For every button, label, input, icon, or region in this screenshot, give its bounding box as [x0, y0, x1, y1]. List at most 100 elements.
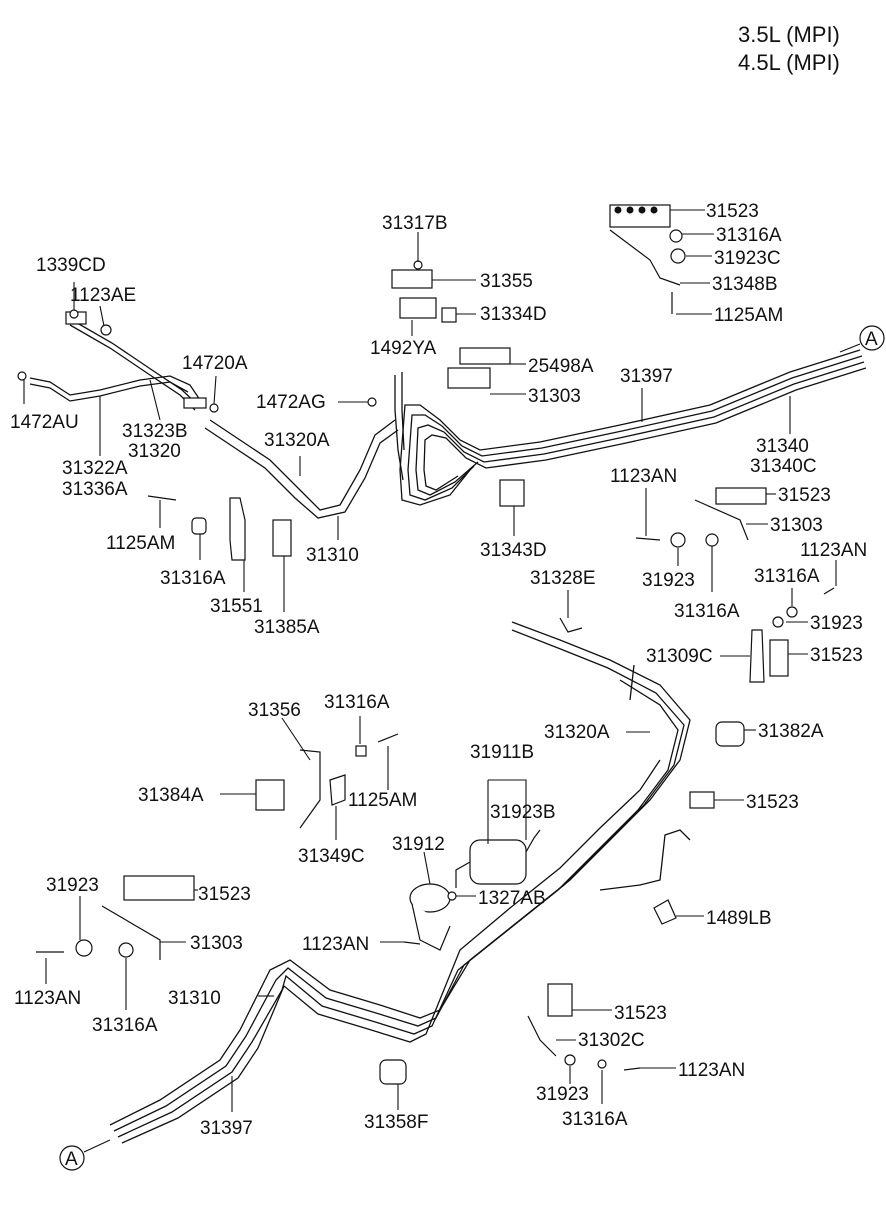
clip-31334D [441, 307, 457, 323]
label-31310: 31310 [306, 545, 359, 566]
grommet-31316A-c [705, 533, 719, 547]
grommet-31316A-b [191, 517, 207, 535]
label-31316A: 31316A [674, 601, 740, 622]
label-31322A: 31322A [62, 458, 128, 479]
clamp-1472AU [17, 371, 27, 381]
clip-1489LB [653, 899, 677, 925]
bracket-31302C [527, 1015, 557, 1057]
label-1472AG: 1472AG [256, 392, 326, 413]
bracket-31303-c [101, 905, 161, 960]
label-1123AN: 1123AN [678, 1060, 745, 1081]
bracket-31303-b [694, 499, 749, 541]
label-31303: 31303 [190, 933, 243, 954]
label-31320A: 31320A [544, 722, 610, 743]
label-31384A: 31384A [138, 785, 204, 806]
label-31316A: 31316A [562, 1109, 628, 1130]
label-31340: 31340 [756, 436, 809, 457]
label-31356: 31356 [248, 700, 301, 721]
label-31923B: 31923B [490, 802, 556, 823]
label-31320: 31320 [128, 441, 181, 462]
label-31385A: 31385A [254, 617, 320, 638]
bolt-1125AM-c [377, 733, 399, 743]
label-25498A: 25498A [528, 356, 594, 377]
label-1492YA: 1492YA [370, 338, 437, 359]
engine-spec-1: 3.5L (MPI) [738, 22, 840, 47]
label-31302C: 31302C [578, 1030, 645, 1051]
clip-31523-top [609, 204, 671, 228]
label-1327AB: 1327AB [478, 888, 546, 909]
connector-31323B [183, 397, 207, 409]
screw-1327AB [447, 891, 457, 901]
label-31303: 31303 [770, 515, 823, 536]
clip-31385A [272, 519, 292, 557]
bolt-1123AN-e [623, 1067, 641, 1071]
clip-31523-e [123, 875, 195, 901]
grommet-31316A [669, 229, 683, 243]
grommet-31923-b [772, 616, 784, 628]
label-31551: 31551 [210, 596, 263, 617]
svg-text:A: A [865, 329, 878, 350]
label-31523: 31523 [778, 485, 831, 506]
clip-31382A [715, 721, 745, 747]
bolt-1123AN-a [635, 537, 661, 541]
clip-31523-f [547, 983, 573, 1017]
label-31316A: 31316A [716, 225, 782, 246]
svg-text:A: A [65, 1149, 78, 1170]
grommet-31316A-g [597, 1059, 607, 1069]
bracket-31356 [299, 749, 321, 829]
grommet-31923-a [670, 532, 686, 548]
label-31923: 31923 [810, 613, 863, 634]
label-31334D: 31334D [480, 304, 547, 325]
label-31303: 31303 [528, 386, 581, 407]
bracket-31348B [609, 229, 681, 286]
left-feed-lines [29, 319, 399, 519]
label-31923: 31923 [642, 570, 695, 591]
clip-31328E [559, 617, 583, 633]
label-31523: 31523 [614, 1003, 667, 1024]
label-31923C: 31923C [714, 248, 781, 269]
bolt-1123AN-b [823, 587, 835, 595]
label-31316A: 31316A [324, 692, 390, 713]
clip-31358F [379, 1059, 407, 1085]
label-31316A: 31316A [754, 566, 820, 587]
nut-31317B [413, 260, 423, 270]
label-31523: 31523 [198, 884, 251, 905]
label-1123AN: 1123AN [610, 466, 677, 487]
label-1472AU: 1472AU [10, 412, 79, 433]
label-31343D: 31343D [480, 540, 547, 561]
label-14720A: 14720A [182, 353, 248, 374]
clip-31523-b [715, 487, 767, 505]
ref-a-bottom: A [59, 1139, 111, 1171]
clip-31343D [499, 479, 525, 507]
label-1125AM: 1125AM [714, 305, 783, 326]
clip-31384A [255, 779, 285, 811]
bolt-1123AE [100, 324, 112, 336]
grommet-31923-c [75, 939, 93, 957]
label-31382A: 31382A [758, 721, 824, 742]
label-31320A: 31320A [264, 430, 330, 451]
label-31358F: 31358F [364, 1112, 428, 1133]
label-31523: 31523 [810, 645, 863, 666]
label-31348B: 31348B [712, 274, 778, 295]
label-1125AM: 1125AM [106, 533, 175, 554]
leader-lines [23, 209, 837, 1112]
label-31323B: 31323B [122, 421, 188, 442]
label-31923: 31923 [536, 1084, 589, 1105]
clip-25498A [459, 347, 511, 365]
bracket-31303-a [447, 367, 491, 389]
label-31355: 31355 [480, 271, 533, 292]
fuel-filter-31911B [455, 829, 541, 888]
label-31923: 31923 [46, 875, 99, 896]
label-31349C: 31349C [298, 846, 365, 867]
clamp-1472AG [367, 397, 377, 407]
label-31317B: 31317B [382, 213, 448, 234]
label-31912: 31912 [392, 834, 445, 855]
label-1339CD: 1339CD [36, 255, 106, 276]
clamp-14720A [209, 403, 219, 413]
label-31316A: 31316A [92, 1015, 158, 1036]
bolt-1339CD [69, 309, 79, 319]
clip-31349C [329, 774, 346, 806]
nut-31316A-e [355, 745, 367, 757]
label-1123AE: 1123AE [70, 285, 136, 306]
